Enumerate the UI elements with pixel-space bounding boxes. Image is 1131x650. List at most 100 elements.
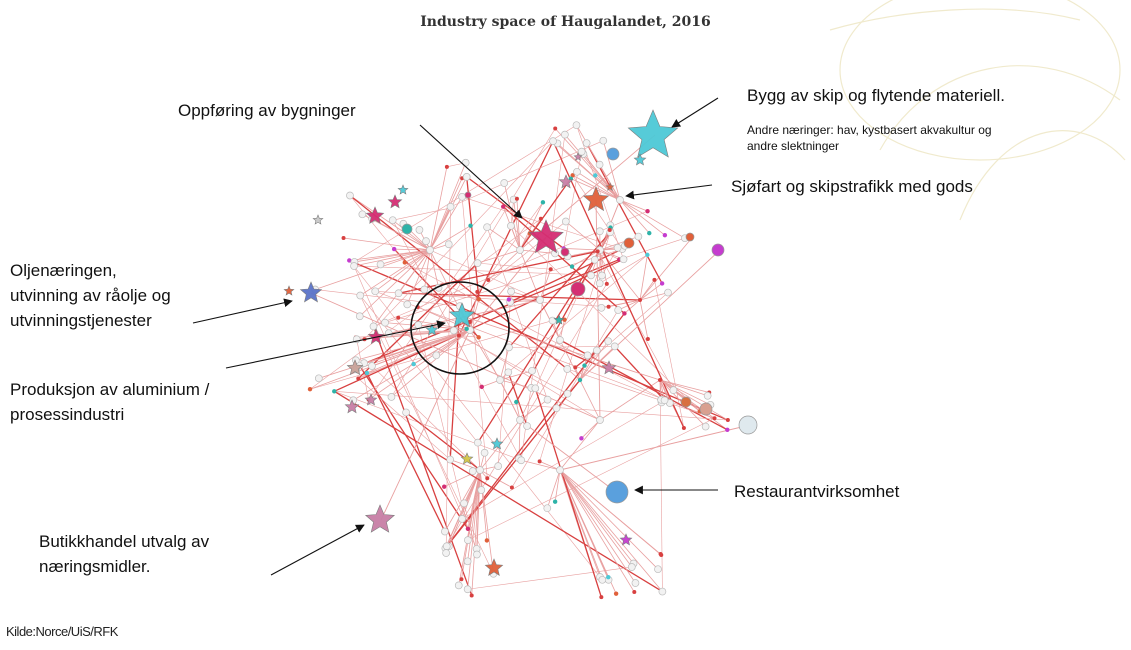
network-node <box>645 252 650 258</box>
network-node <box>587 271 595 280</box>
network-node <box>596 416 604 424</box>
network-node <box>606 304 611 309</box>
network-node <box>507 221 515 230</box>
network-edge <box>461 315 661 381</box>
network-edge <box>318 329 471 379</box>
network-node <box>662 232 668 238</box>
network-edge <box>639 299 649 340</box>
network-edge <box>355 329 471 361</box>
label-oppforing: Oppføring av bygninger <box>178 101 356 120</box>
network-node <box>307 387 313 392</box>
network-node <box>577 377 583 383</box>
network-star-node <box>425 323 439 336</box>
network-edge <box>354 265 602 276</box>
network-node <box>570 173 575 178</box>
network-node <box>604 337 613 346</box>
network-edge <box>659 379 729 421</box>
network-edge <box>619 237 685 260</box>
network-edge <box>599 254 648 284</box>
network-edge <box>406 249 431 305</box>
network-star-node <box>387 194 403 209</box>
network-edge <box>479 469 513 488</box>
network-edge <box>579 340 609 381</box>
network-edge <box>639 292 669 301</box>
network-node <box>402 408 410 417</box>
network-edge <box>469 237 547 331</box>
network-edge <box>559 469 662 556</box>
network-edge <box>581 419 601 439</box>
network-node <box>556 466 564 474</box>
network-edge <box>559 424 751 471</box>
network-edge <box>404 262 665 401</box>
network-edge <box>449 306 461 460</box>
network-node <box>346 191 354 200</box>
network-star-node <box>553 314 565 325</box>
network-edge <box>384 248 623 323</box>
network-edge <box>349 260 601 578</box>
network-node <box>476 335 481 340</box>
network-node <box>552 404 561 413</box>
network-edge <box>618 299 641 311</box>
label-olje-line1: Oljenæringen, <box>10 261 117 280</box>
network-star-node <box>397 184 409 195</box>
network-node <box>509 485 514 490</box>
network-edge <box>559 469 635 593</box>
network-node <box>556 336 564 344</box>
network-edge <box>559 469 636 584</box>
network-edge <box>519 399 548 421</box>
network-node <box>552 499 558 504</box>
label-aluminium-line2: prosessindustri <box>10 405 125 424</box>
network-edge <box>315 249 431 290</box>
network-node <box>449 326 458 335</box>
network-edge <box>509 248 623 303</box>
network-star-node <box>601 360 617 375</box>
network-node <box>561 217 570 226</box>
network-node <box>388 216 397 225</box>
highlight-circle <box>410 281 510 375</box>
network-node <box>531 384 540 393</box>
network-edge <box>359 295 479 443</box>
network-edge <box>579 355 588 381</box>
network-node <box>631 579 640 587</box>
network-edge <box>373 249 431 327</box>
network-star-node <box>460 452 474 465</box>
network-edge <box>639 254 648 301</box>
network-edge <box>392 207 451 221</box>
network-edge <box>429 196 463 251</box>
network-star-node <box>484 558 504 576</box>
network-edge <box>360 249 431 296</box>
network-node <box>738 415 758 435</box>
network-node <box>358 210 367 219</box>
network-edge <box>477 202 544 293</box>
network-node <box>613 243 622 252</box>
network-edge <box>659 379 710 393</box>
network-node <box>442 549 450 557</box>
network-node <box>599 136 608 145</box>
network-edge <box>359 249 431 317</box>
network-edge <box>476 469 481 555</box>
network-node <box>607 228 612 233</box>
network-edge <box>333 390 663 593</box>
network-node <box>543 504 552 513</box>
label-olje-line2: utvinning av råolje og <box>10 286 171 305</box>
network-edge <box>374 249 431 292</box>
label-aluminium-line1: Produksjon av aluminium / <box>10 380 210 399</box>
network-edge <box>576 125 624 260</box>
network-node <box>446 202 455 211</box>
network-node <box>332 389 337 394</box>
network-node <box>441 527 449 536</box>
network-node <box>553 126 558 131</box>
network-node <box>613 591 619 596</box>
network-node <box>573 365 578 370</box>
annotation-arrows <box>192 97 719 576</box>
network-node <box>468 223 473 228</box>
network-node <box>654 565 662 574</box>
network-node <box>561 130 569 139</box>
network-node <box>458 192 466 201</box>
network-star-node <box>573 152 583 161</box>
network-edge <box>599 249 608 284</box>
network-node <box>606 575 611 580</box>
network-star-node <box>346 359 364 376</box>
network-node <box>402 260 407 265</box>
network-node <box>549 137 557 145</box>
